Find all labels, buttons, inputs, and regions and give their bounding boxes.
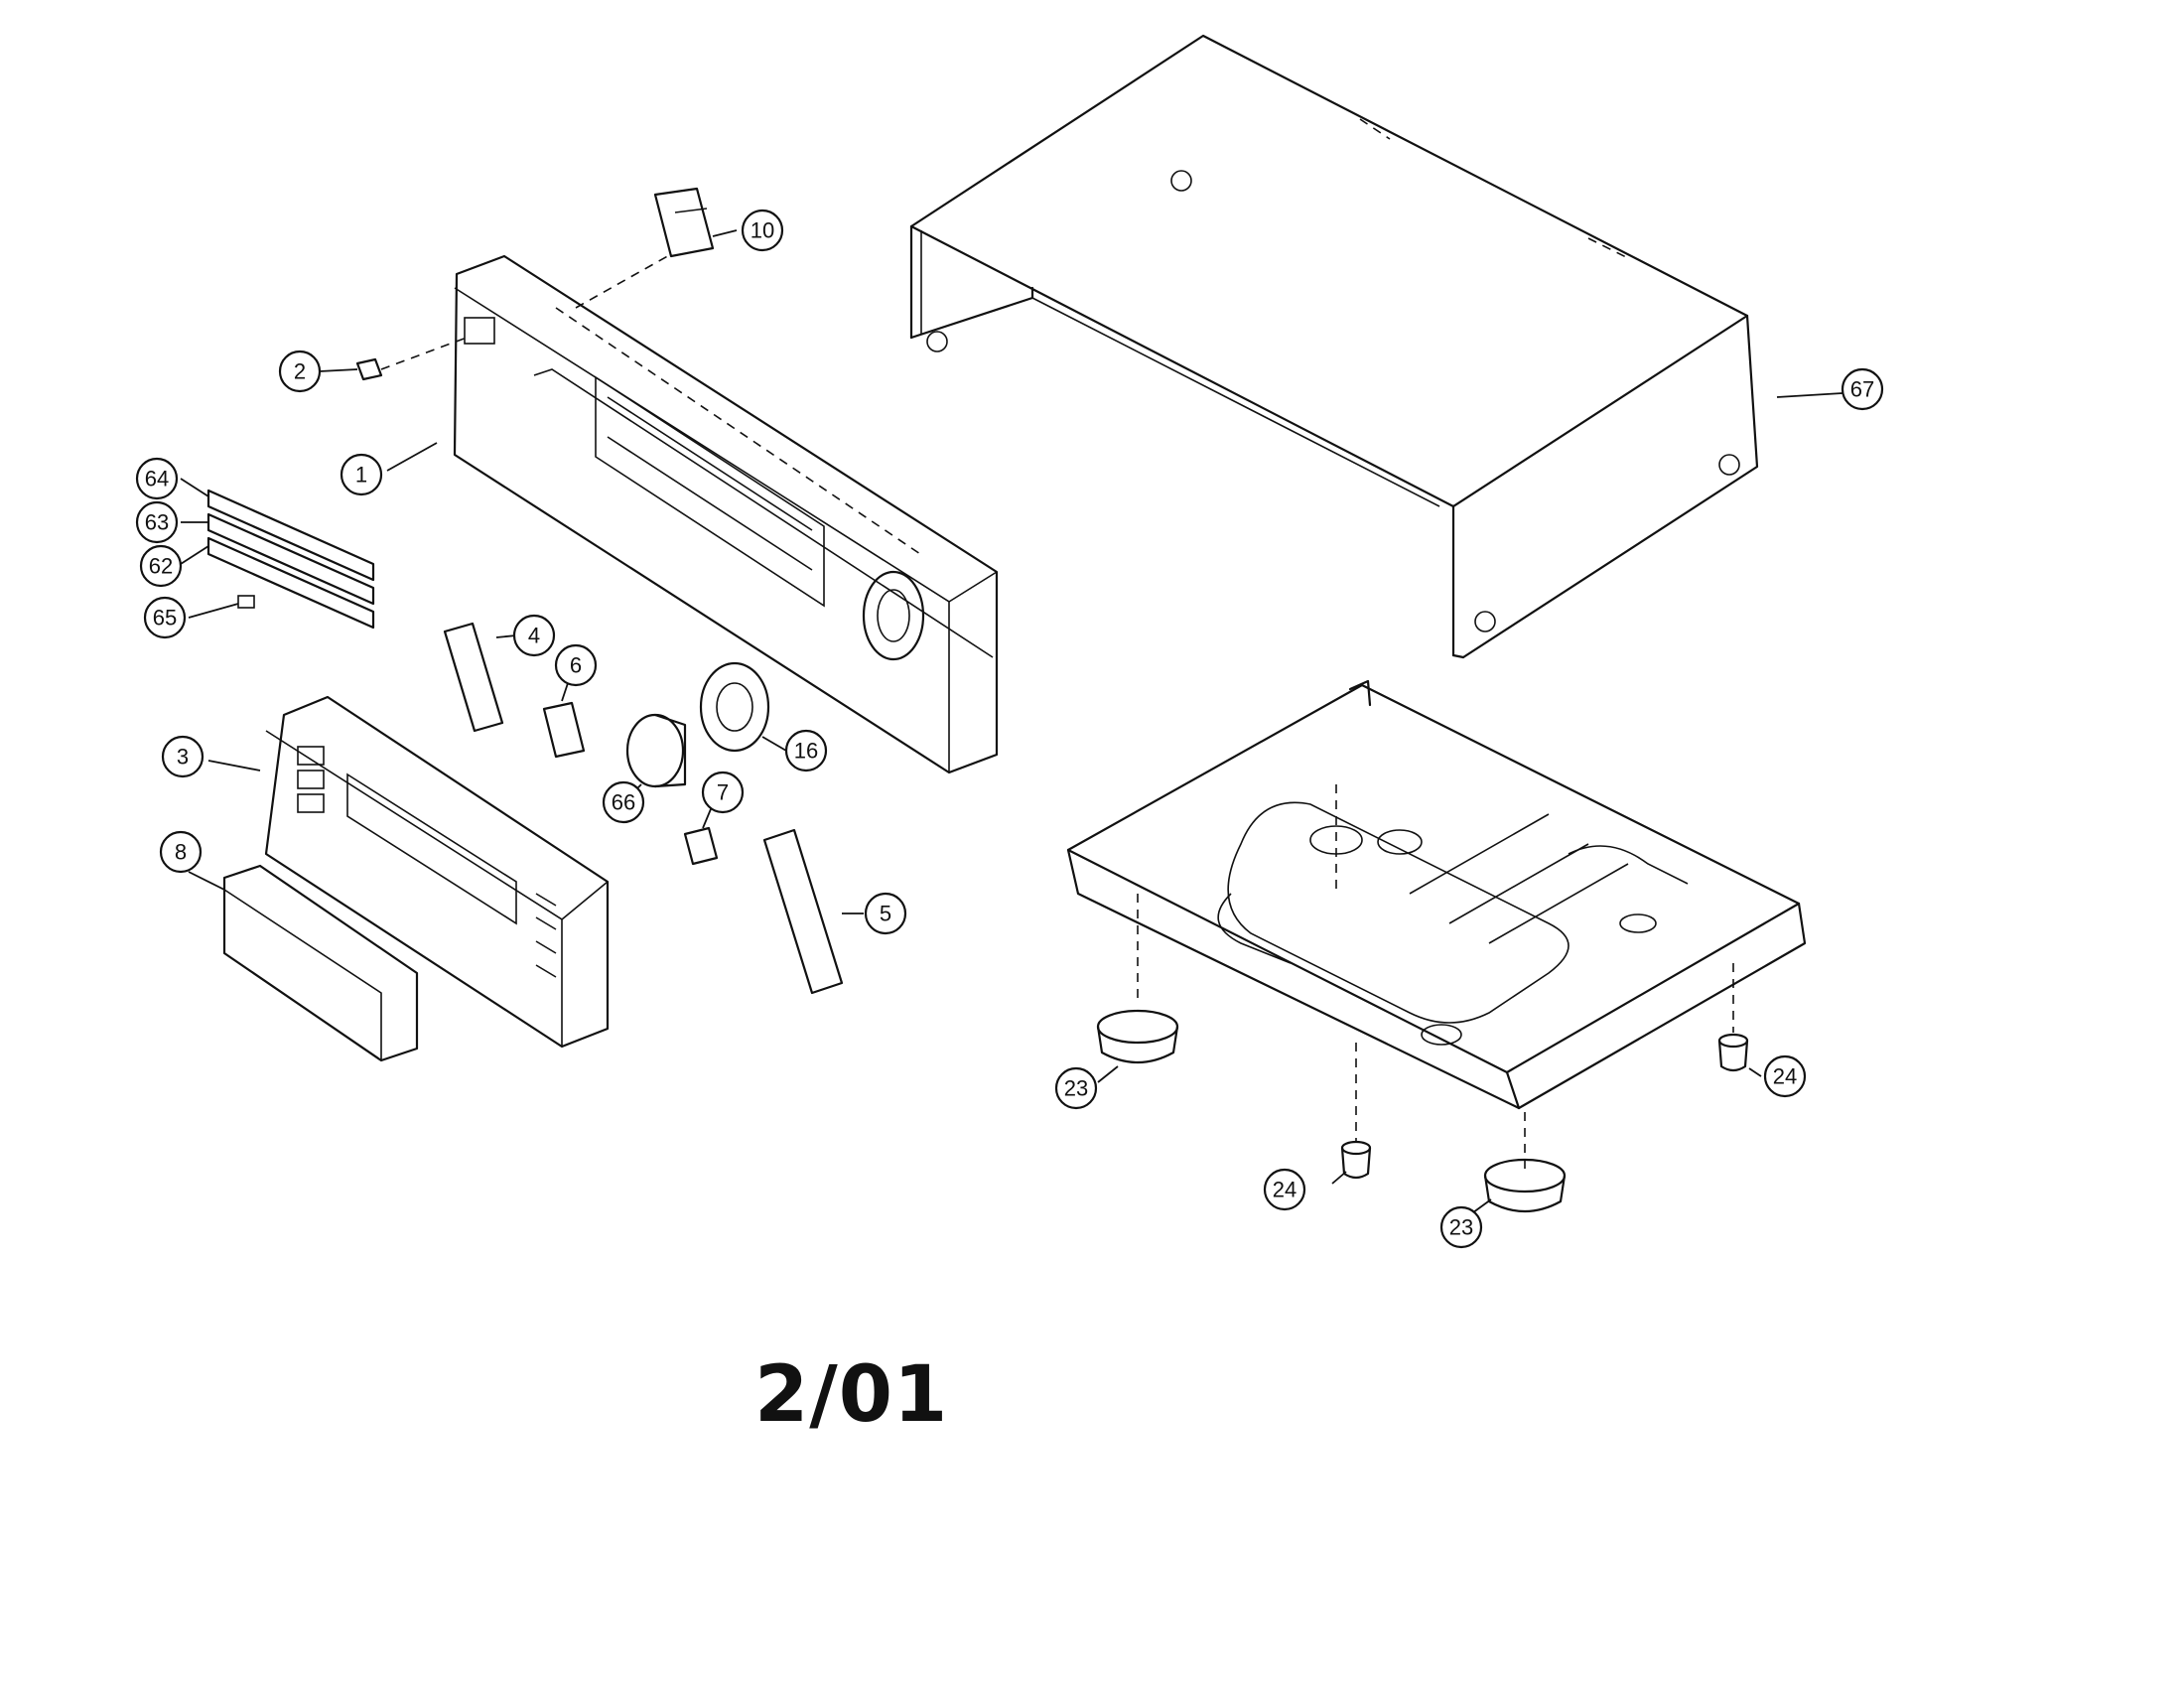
- svg-text:5: 5: [880, 902, 891, 926]
- chassis-drawing: [1066, 679, 1807, 1216]
- svg-text:4: 4: [528, 624, 540, 648]
- callout-24-right: 24: [1763, 1054, 1807, 1098]
- callout-23-right: 23: [1439, 1205, 1483, 1249]
- svg-text:10: 10: [751, 218, 774, 243]
- sub-panel-drawing: [188, 695, 610, 1062]
- callout-7: 7: [701, 771, 745, 814]
- svg-text:66: 66: [612, 790, 635, 815]
- callout-64: 64: [135, 457, 179, 500]
- svg-text:16: 16: [794, 739, 818, 764]
- svg-text:23: 23: [1064, 1076, 1088, 1101]
- callout-24-center: 24: [1263, 1168, 1306, 1211]
- svg-text:8: 8: [175, 840, 187, 865]
- svg-text:63: 63: [145, 510, 169, 535]
- svg-text:2: 2: [294, 359, 306, 384]
- callout-63: 63: [135, 500, 179, 544]
- callout-5: 5: [864, 892, 907, 935]
- small-parts-drawing: [180, 187, 864, 995]
- callout-62: 62: [139, 544, 183, 588]
- svg-text:6: 6: [570, 653, 582, 678]
- callout-10: 10: [741, 209, 784, 252]
- top-cover-drawing: [909, 34, 1843, 659]
- svg-text:3: 3: [177, 745, 189, 770]
- front-panel-drawing: [386, 254, 999, 774]
- callout-2: 2: [278, 350, 322, 393]
- svg-text:23: 23: [1449, 1215, 1473, 1240]
- callout-6: 6: [554, 643, 598, 687]
- svg-text:24: 24: [1273, 1178, 1297, 1202]
- callout-23-left: 23: [1054, 1066, 1098, 1110]
- svg-text:1: 1: [355, 463, 367, 488]
- callout-67: 67: [1841, 367, 1884, 411]
- svg-text:65: 65: [153, 606, 177, 631]
- svg-text:7: 7: [717, 780, 729, 805]
- svg-text:67: 67: [1850, 377, 1874, 402]
- callout-1: 1: [340, 453, 383, 496]
- callout-8: 8: [159, 830, 203, 874]
- svg-text:62: 62: [149, 554, 173, 579]
- callout-65: 65: [143, 596, 187, 639]
- callout-66: 66: [602, 780, 645, 824]
- callout-16: 16: [784, 729, 828, 772]
- footer-code: 2/01: [754, 1350, 949, 1440]
- svg-text:24: 24: [1773, 1064, 1797, 1089]
- callout-4: 4: [512, 614, 556, 657]
- svg-text:64: 64: [145, 467, 169, 491]
- callout-3: 3: [161, 735, 205, 778]
